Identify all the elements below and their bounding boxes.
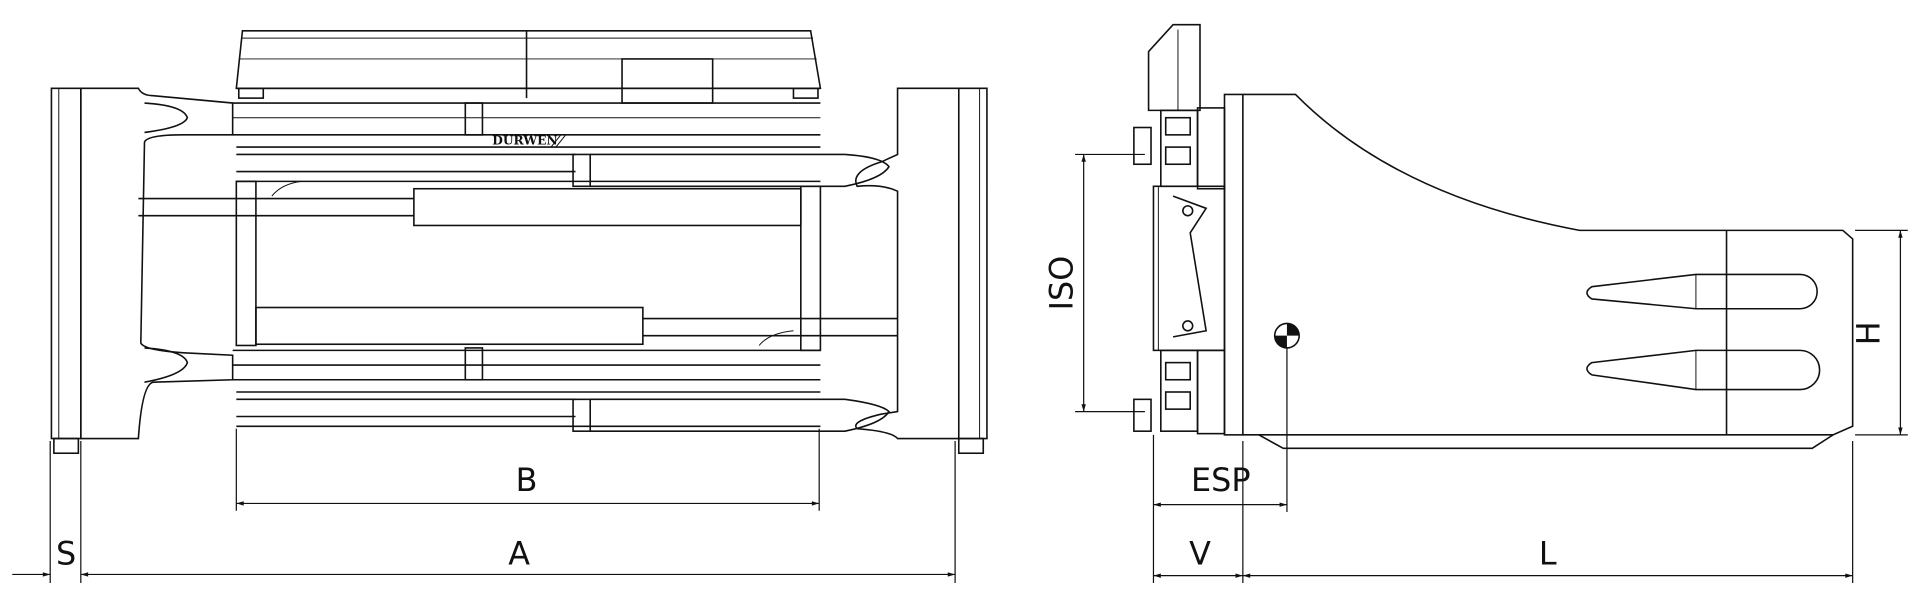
side-view: ISO H ESP V L [1043,23,1908,584]
dimension-esp-label: ESP [1191,461,1251,499]
left-arm [50,87,234,455]
front-dimensions: B A S [12,428,956,584]
fork-arm [1223,93,1854,450]
center-of-gravity-icon [1273,322,1300,512]
cylinders: DURWEN [138,102,898,432]
carriage [1133,23,1226,435]
dimension-a-label: A [508,535,530,573]
side-dimensions: ISO H ESP V L [1043,153,1908,584]
dimension-l-label: L [1539,535,1557,573]
dimension-v-label: V [1189,535,1211,573]
logo: DURWEN [492,134,557,148]
top-frame [235,29,822,104]
dimension-iso-label: ISO [1043,256,1081,311]
dimension-b-label: B [516,461,538,499]
right-arm [855,87,988,455]
front-view: DURWEN B A S [12,29,988,584]
dimension-h-label: H [1850,321,1888,345]
dimension-s-label: S [56,535,76,573]
